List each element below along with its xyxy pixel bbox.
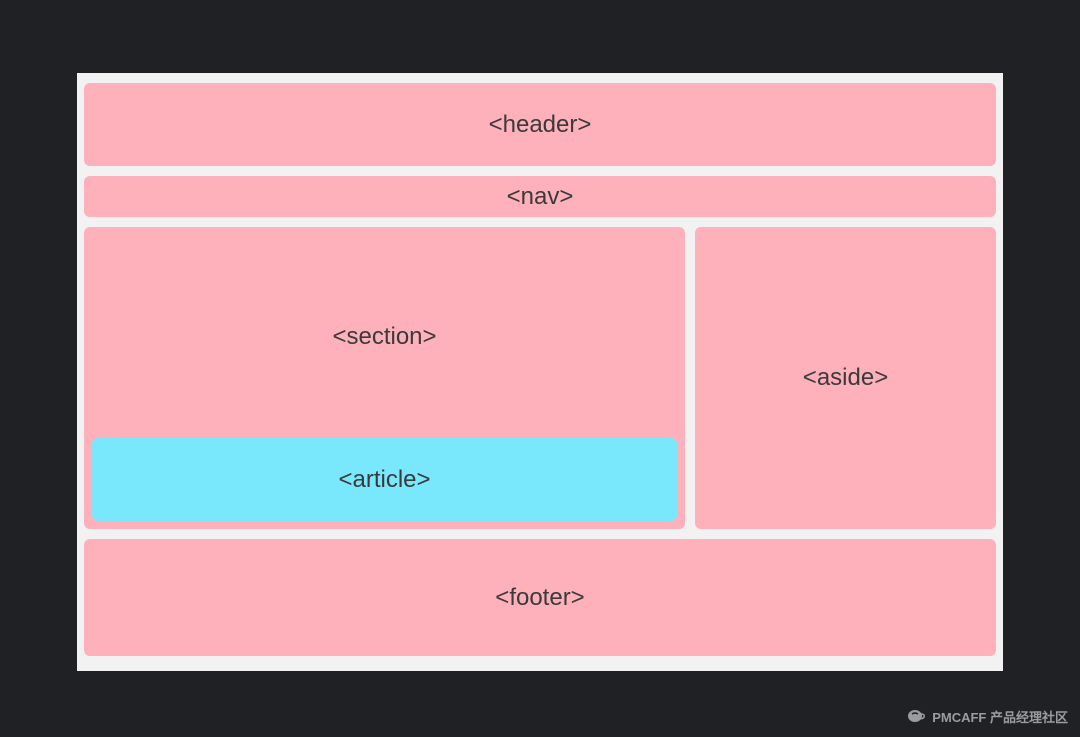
nav-label: <nav> xyxy=(506,182,574,210)
watermark-text: PMCAFF 产品经理社区 xyxy=(932,709,1068,725)
section-label: <section> xyxy=(332,323,437,350)
nav-block: <nav> xyxy=(84,176,996,217)
header-block: <header> xyxy=(84,83,996,166)
aside-block: <aside> xyxy=(695,227,996,529)
footer-block: <footer> xyxy=(84,539,996,656)
aside-label: <aside> xyxy=(802,364,889,391)
article-label: <article> xyxy=(338,465,431,493)
page-layout-frame: <header> <nav> <section> <article> <asid… xyxy=(77,73,1003,671)
coffee-cup-icon xyxy=(908,710,926,722)
section-block: <section> <article> xyxy=(84,227,685,529)
header-label: <header> xyxy=(488,110,592,138)
article-block: <article> xyxy=(92,438,677,521)
footer-label: <footer> xyxy=(495,583,585,611)
watermark: PMCAFF 产品经理社区 xyxy=(907,708,1068,725)
